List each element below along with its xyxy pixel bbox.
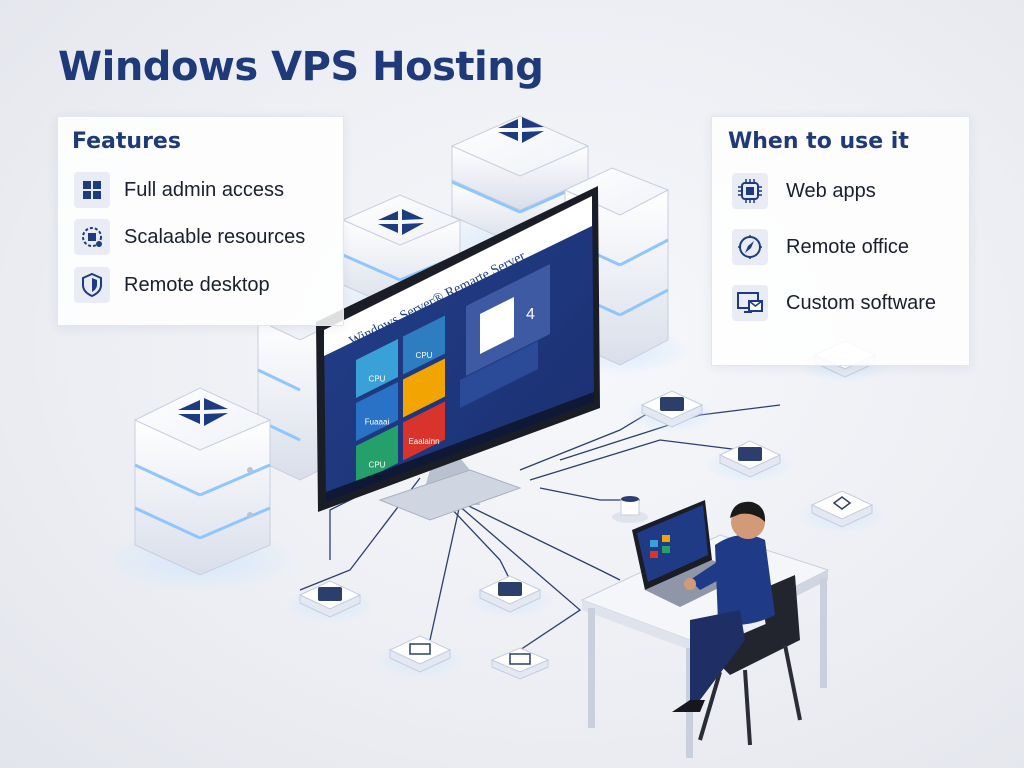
laptop — [632, 500, 745, 607]
chip-pedestals — [285, 340, 890, 680]
app-tile — [356, 425, 398, 484]
app-tile — [403, 315, 445, 375]
features-heading: Features — [72, 129, 181, 154]
windows-logo-icon — [178, 398, 228, 426]
app-tile-label: CPU — [369, 375, 386, 384]
app-tile-label: Eaalainn — [408, 437, 439, 446]
windows-logo-icon — [498, 117, 544, 143]
app-tile — [403, 401, 445, 461]
feature-label: Scalaable resources — [124, 225, 306, 248]
chip-node — [465, 575, 555, 618]
chip-node — [490, 647, 550, 680]
use-case-item: Web apps — [732, 173, 876, 209]
use-case-label: Remote office — [786, 235, 910, 258]
coffee-mug — [612, 496, 648, 523]
panel-digit: 4 — [526, 306, 535, 323]
windows-logo-icon — [74, 172, 110, 208]
feature-item: Scalaable resources — [74, 219, 305, 255]
taskbar — [326, 392, 594, 502]
info-panel — [460, 341, 538, 408]
person — [672, 501, 802, 746]
chip-node — [627, 390, 717, 433]
chip-node — [705, 440, 795, 483]
when-to-use-heading: When to use it — [728, 129, 909, 154]
app-tile — [356, 339, 398, 398]
monitor-mail-icon — [732, 285, 768, 321]
use-case-item: Remote office — [732, 229, 909, 265]
features-card: Features Full admin access Scalaable res… — [57, 116, 344, 326]
chip-icon — [732, 173, 768, 209]
chip-node — [797, 490, 887, 533]
feature-label: Full admin access — [124, 178, 285, 201]
app-tile-label: Fuaaai — [365, 418, 390, 427]
feature-item: Remote desktop — [74, 267, 270, 303]
when-to-use-card: When to use it Web apps Remote office Cu… — [711, 116, 970, 366]
shield-icon — [74, 267, 110, 303]
app-tile — [403, 358, 445, 418]
use-case-label: Web apps — [786, 179, 876, 202]
app-tile-label: CPU — [416, 351, 433, 360]
feature-item: Full admin access — [74, 172, 284, 208]
use-case-label: Custom software — [786, 291, 937, 314]
compass-icon — [732, 229, 768, 265]
use-case-item: Custom software — [732, 285, 936, 321]
page-title: Windows VPS Hosting — [58, 44, 544, 90]
gear-chip-icon — [74, 219, 110, 255]
server-stack-left — [100, 387, 300, 592]
chip-node — [375, 635, 465, 678]
app-tile — [356, 382, 398, 441]
app-tile-label: CPU — [369, 461, 386, 470]
chip-node — [285, 580, 375, 623]
monitor: Windows Server® Remarte Server CPUCPUFua… — [316, 186, 600, 521]
windows-logo-icon — [378, 209, 424, 235]
windows-logo-icon — [480, 297, 514, 354]
feature-label: Remote desktop — [124, 273, 270, 296]
